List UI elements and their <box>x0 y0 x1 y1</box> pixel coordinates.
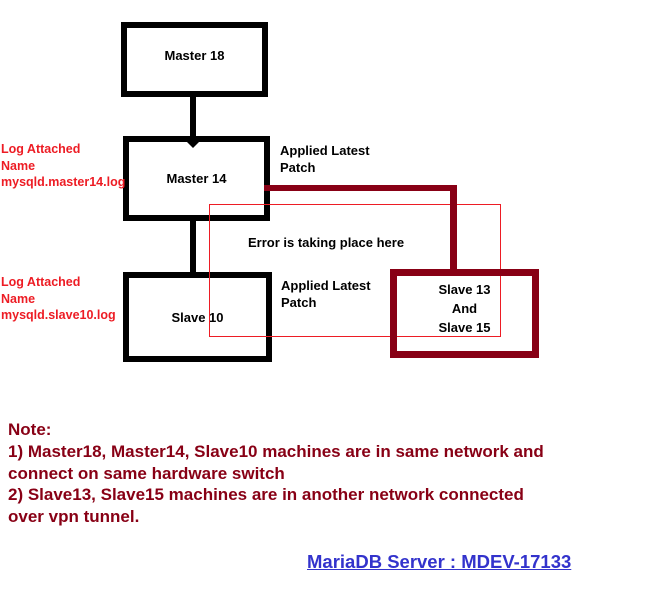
note-text: Note: 1) Master18, Master14, Slave10 mac… <box>8 420 544 527</box>
annotation-log-master14: Log Attached Name mysqld.master14.log <box>1 142 126 189</box>
patched-connector-horizontal <box>264 185 457 191</box>
annotation-applied-patch-master14: Applied Latest Patch <box>280 143 370 175</box>
annotation-applied-patch-slave10: Applied Latest Patch <box>281 278 371 310</box>
node-slave13-slave15: Slave 13 And Slave 15 <box>390 269 539 358</box>
mariadb-jira-link[interactable]: MariaDB Server : MDEV-17133 <box>307 551 572 572</box>
node-master14: Master 14 <box>123 136 270 221</box>
arrow-down-icon <box>187 142 199 148</box>
node-master18: Master 18 <box>121 22 268 97</box>
connector-master18-master14 <box>190 96 196 137</box>
node-master14-label: Master 14 <box>166 171 227 186</box>
node-slave13-slave15-label: Slave 13 And Slave 15 <box>438 282 491 335</box>
patched-connector-vertical <box>450 185 457 273</box>
node-slave10: Slave 10 <box>123 272 272 362</box>
node-slave10-label: Slave 10 <box>171 309 224 325</box>
annotation-error-text: Error is taking place here <box>248 235 405 250</box>
connector-master14-slave10 <box>190 220 196 273</box>
node-master18-label: Master 18 <box>164 48 225 63</box>
annotation-log-slave10: Log Attached Name mysqld.slave10.log <box>1 275 116 322</box>
